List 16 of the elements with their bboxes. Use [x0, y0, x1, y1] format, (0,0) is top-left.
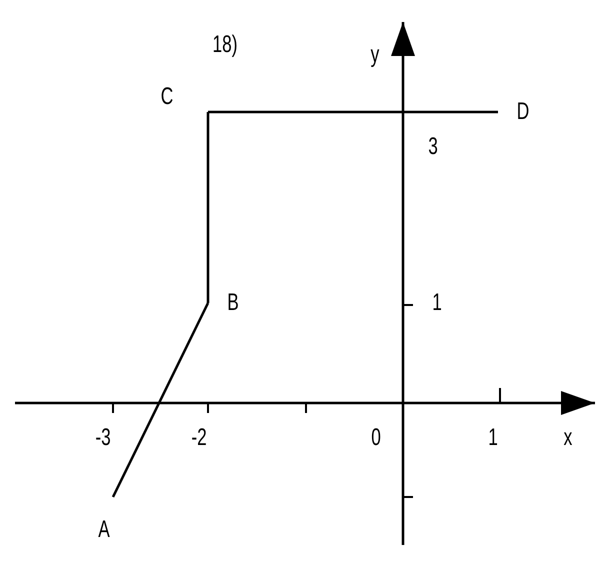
tick-label: 0 — [371, 425, 381, 451]
point-label: C — [160, 84, 174, 110]
tick-label: 3 — [428, 134, 438, 160]
line-segment — [112, 302, 210, 498]
axis-label: y — [370, 42, 380, 68]
tick-label: -3 — [95, 425, 111, 451]
line-segment — [206, 112, 210, 303]
tick-label: 1 — [488, 425, 498, 451]
point-label: A — [98, 517, 110, 543]
point-label: B — [227, 290, 239, 316]
point-label: D — [516, 99, 530, 125]
tick-label: 1 — [432, 290, 442, 316]
line-segment — [208, 110, 498, 114]
tick-label: -2 — [191, 425, 207, 451]
axis-label: x — [564, 425, 572, 451]
figure-number: 18) — [212, 32, 238, 58]
